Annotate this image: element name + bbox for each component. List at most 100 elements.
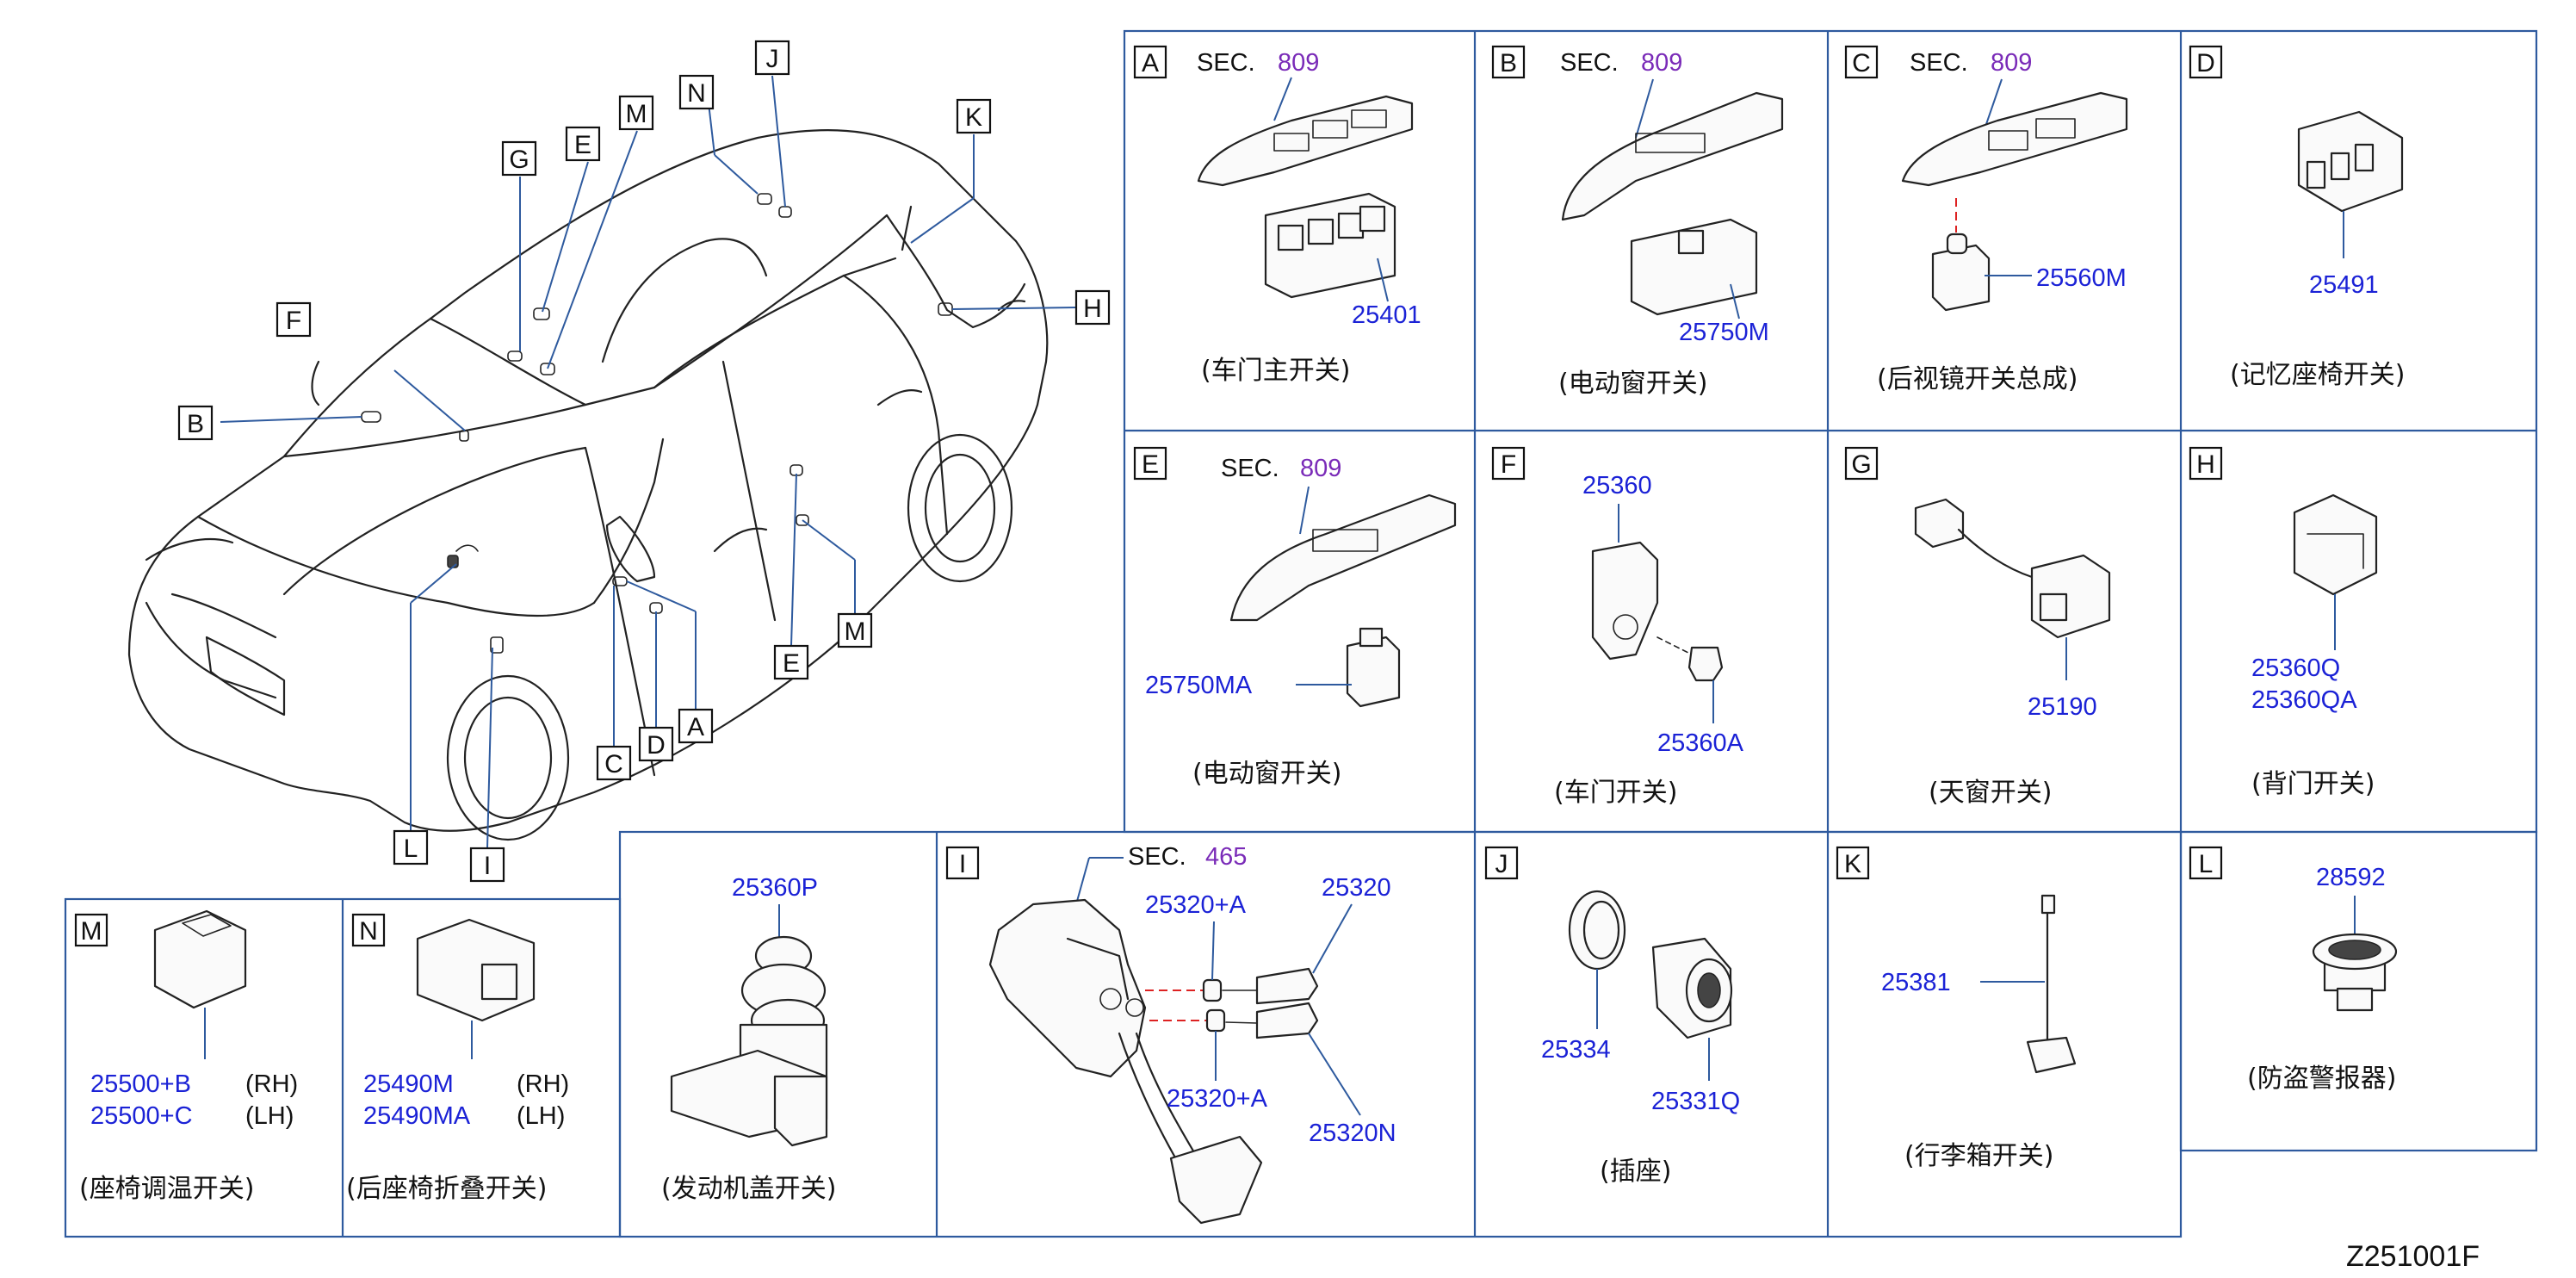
panel-g-letter: G [1851, 450, 1871, 479]
callout-m-top: M [618, 95, 654, 131]
panel-n-side-rh: (RH) [517, 1070, 569, 1098]
panel-j-caption: (插座) [1600, 1157, 1671, 1187]
panel-a: A SEC. 809 25401 (车门主开关) [1133, 45, 1421, 386]
panel-i-part-25320a-bottom: 25320+A [1167, 1085, 1268, 1113]
panel-n-caption: (后座椅折叠开关) [346, 1174, 547, 1204]
panel-i: I SEC. 465 25320+A 25320 25320+A 25320N [945, 843, 1396, 1225]
panel-m: M 25500+B (RH) 25500+C (LH) (座椅调温开关) [74, 909, 298, 1204]
panel-j-part-25331q: 25331Q [1651, 1088, 1740, 1115]
panel-h-part-25360qa: 25360QA [2251, 686, 2357, 714]
panel-f: F 25360 25360A (车门开关) [1491, 446, 1744, 808]
svg-text:J: J [766, 45, 779, 73]
panel-n-side-lh: (LH) [517, 1102, 565, 1130]
panel-c-part-25560m: 25560M [2036, 264, 2127, 292]
callout-b: B [177, 405, 214, 441]
svg-text:I: I [484, 852, 491, 880]
vehicle-callouts: F B G E M N J K H M E A D C L I [177, 40, 1111, 883]
panel-c-caption: (后视镜开关总成) [1877, 364, 2078, 394]
callout-e-side: E [773, 644, 809, 680]
panel-e-part-25750ma: 25750MA [1145, 672, 1253, 699]
panel-g-part-25190: 25190 [2028, 693, 2097, 721]
panel-i-sec-number: 465 [1205, 843, 1247, 871]
panel-i-part-25320n: 25320N [1309, 1120, 1396, 1147]
panel-b-letter: B [1500, 49, 1517, 78]
svg-text:B: B [187, 410, 204, 438]
svg-text:F: F [286, 307, 301, 335]
panel-l-part-28592: 28592 [2316, 864, 2386, 891]
svg-text:M: M [845, 617, 866, 646]
callout-n: N [678, 74, 715, 110]
panel-a-sec-label: SEC. [1197, 49, 1255, 77]
panel-f-part-25360: 25360 [1582, 472, 1652, 499]
panel-n-part-25490ma: 25490MA [363, 1102, 471, 1130]
panel-grid [64, 29, 2538, 1238]
panel-b: B SEC. 809 25750M (电动窗开关) [1491, 45, 1784, 399]
panel-e-caption: (电动窗开关) [1192, 759, 1341, 789]
panel-hood-caption: (发动机盖开关) [661, 1174, 836, 1204]
panel-e: E SEC. 809 25750MA (电动窗开关) [1133, 446, 1457, 789]
panel-hood: 25360P (发动机盖开关) [661, 874, 836, 1204]
callout-l: L [393, 829, 429, 865]
panel-n-part-25490m: 25490M [363, 1070, 454, 1098]
panel-g: G 25190 (天窗开关) [1844, 446, 2111, 808]
callout-f: F [276, 301, 312, 338]
panel-l: L 28592 (防盗警报器) [2189, 846, 2398, 1094]
panel-e-letter: E [1142, 450, 1159, 479]
panel-l-caption: (防盗警报器) [2247, 1064, 2396, 1094]
svg-text:A: A [687, 713, 704, 741]
panel-h-letter: H [2196, 450, 2215, 479]
callout-j: J [754, 40, 790, 76]
panel-d-caption: (记忆座椅开关) [2230, 360, 2405, 390]
panel-m-part-25500c: 25500+C [90, 1102, 193, 1130]
panel-j-part-25334: 25334 [1541, 1036, 1611, 1064]
svg-text:M: M [626, 100, 647, 128]
panel-e-sec-label: SEC. [1221, 455, 1279, 482]
svg-text:L: L [404, 834, 418, 863]
panel-g-caption: (天窗开关) [1929, 778, 2052, 808]
svg-text:E: E [574, 131, 591, 159]
panel-k-part-25381: 25381 [1881, 969, 1951, 996]
panel-j-letter: J [1495, 850, 1508, 878]
panel-m-part-25500b: 25500+B [90, 1070, 191, 1098]
panel-d-letter: D [2196, 49, 2215, 78]
panel-b-sec-label: SEC. [1560, 49, 1619, 77]
panel-a-caption: (车门主开关) [1201, 356, 1350, 386]
panel-d: D 25491 (记忆座椅开关) [2189, 45, 2405, 390]
panel-a-sec-number: 809 [1278, 49, 1319, 77]
panel-c: C SEC. 809 25560M (后视镜开关总成) [1844, 45, 2128, 394]
callout-a: A [678, 708, 714, 744]
svg-text:K: K [965, 103, 982, 132]
callout-e-top: E [565, 126, 601, 162]
diagram-code: Z251001F [2346, 1240, 2480, 1273]
panel-k-caption: (行李箱开关) [1904, 1141, 2053, 1171]
callout-m-side: M [837, 612, 873, 648]
panel-n: N 25490M (RH) 25490MA (LH) (后座椅折叠开关) [346, 913, 569, 1204]
panel-m-caption: (座椅调温开关) [79, 1174, 254, 1204]
svg-text:E: E [783, 649, 800, 678]
callout-g: G [501, 140, 537, 177]
panel-m-side-rh: (RH) [245, 1070, 298, 1098]
panel-d-part-25491: 25491 [2309, 271, 2379, 299]
panel-f-letter: F [1501, 450, 1516, 479]
panel-k: K 25381 (行李箱开关) [1836, 846, 2077, 1171]
panel-i-letter: I [959, 850, 966, 878]
panel-a-part-25401: 25401 [1352, 301, 1421, 329]
panel-h: H 25360Q 25360QA (背门开关) [2189, 446, 2378, 799]
callout-k: K [956, 98, 992, 134]
panel-m-side-lh: (LH) [245, 1102, 294, 1130]
panel-j: J 25334 25331Q (插座) [1484, 846, 1740, 1187]
panel-e-sec-number: 809 [1300, 455, 1341, 482]
svg-text:G: G [509, 146, 529, 174]
panel-a-letter: A [1142, 49, 1159, 78]
svg-text:C: C [604, 750, 623, 779]
panel-k-letter: K [1844, 850, 1861, 878]
svg-text:N: N [687, 79, 706, 108]
callout-c: C [596, 745, 632, 781]
panel-c-sec-label: SEC. [1910, 49, 1968, 77]
callout-i: I [469, 847, 505, 883]
panel-b-sec-number: 809 [1641, 49, 1682, 77]
panel-b-part-25750m: 25750M [1679, 319, 1769, 346]
panel-n-letter: N [359, 917, 378, 946]
panel-i-part-25320: 25320 [1322, 874, 1391, 902]
callout-h: H [1074, 289, 1111, 326]
